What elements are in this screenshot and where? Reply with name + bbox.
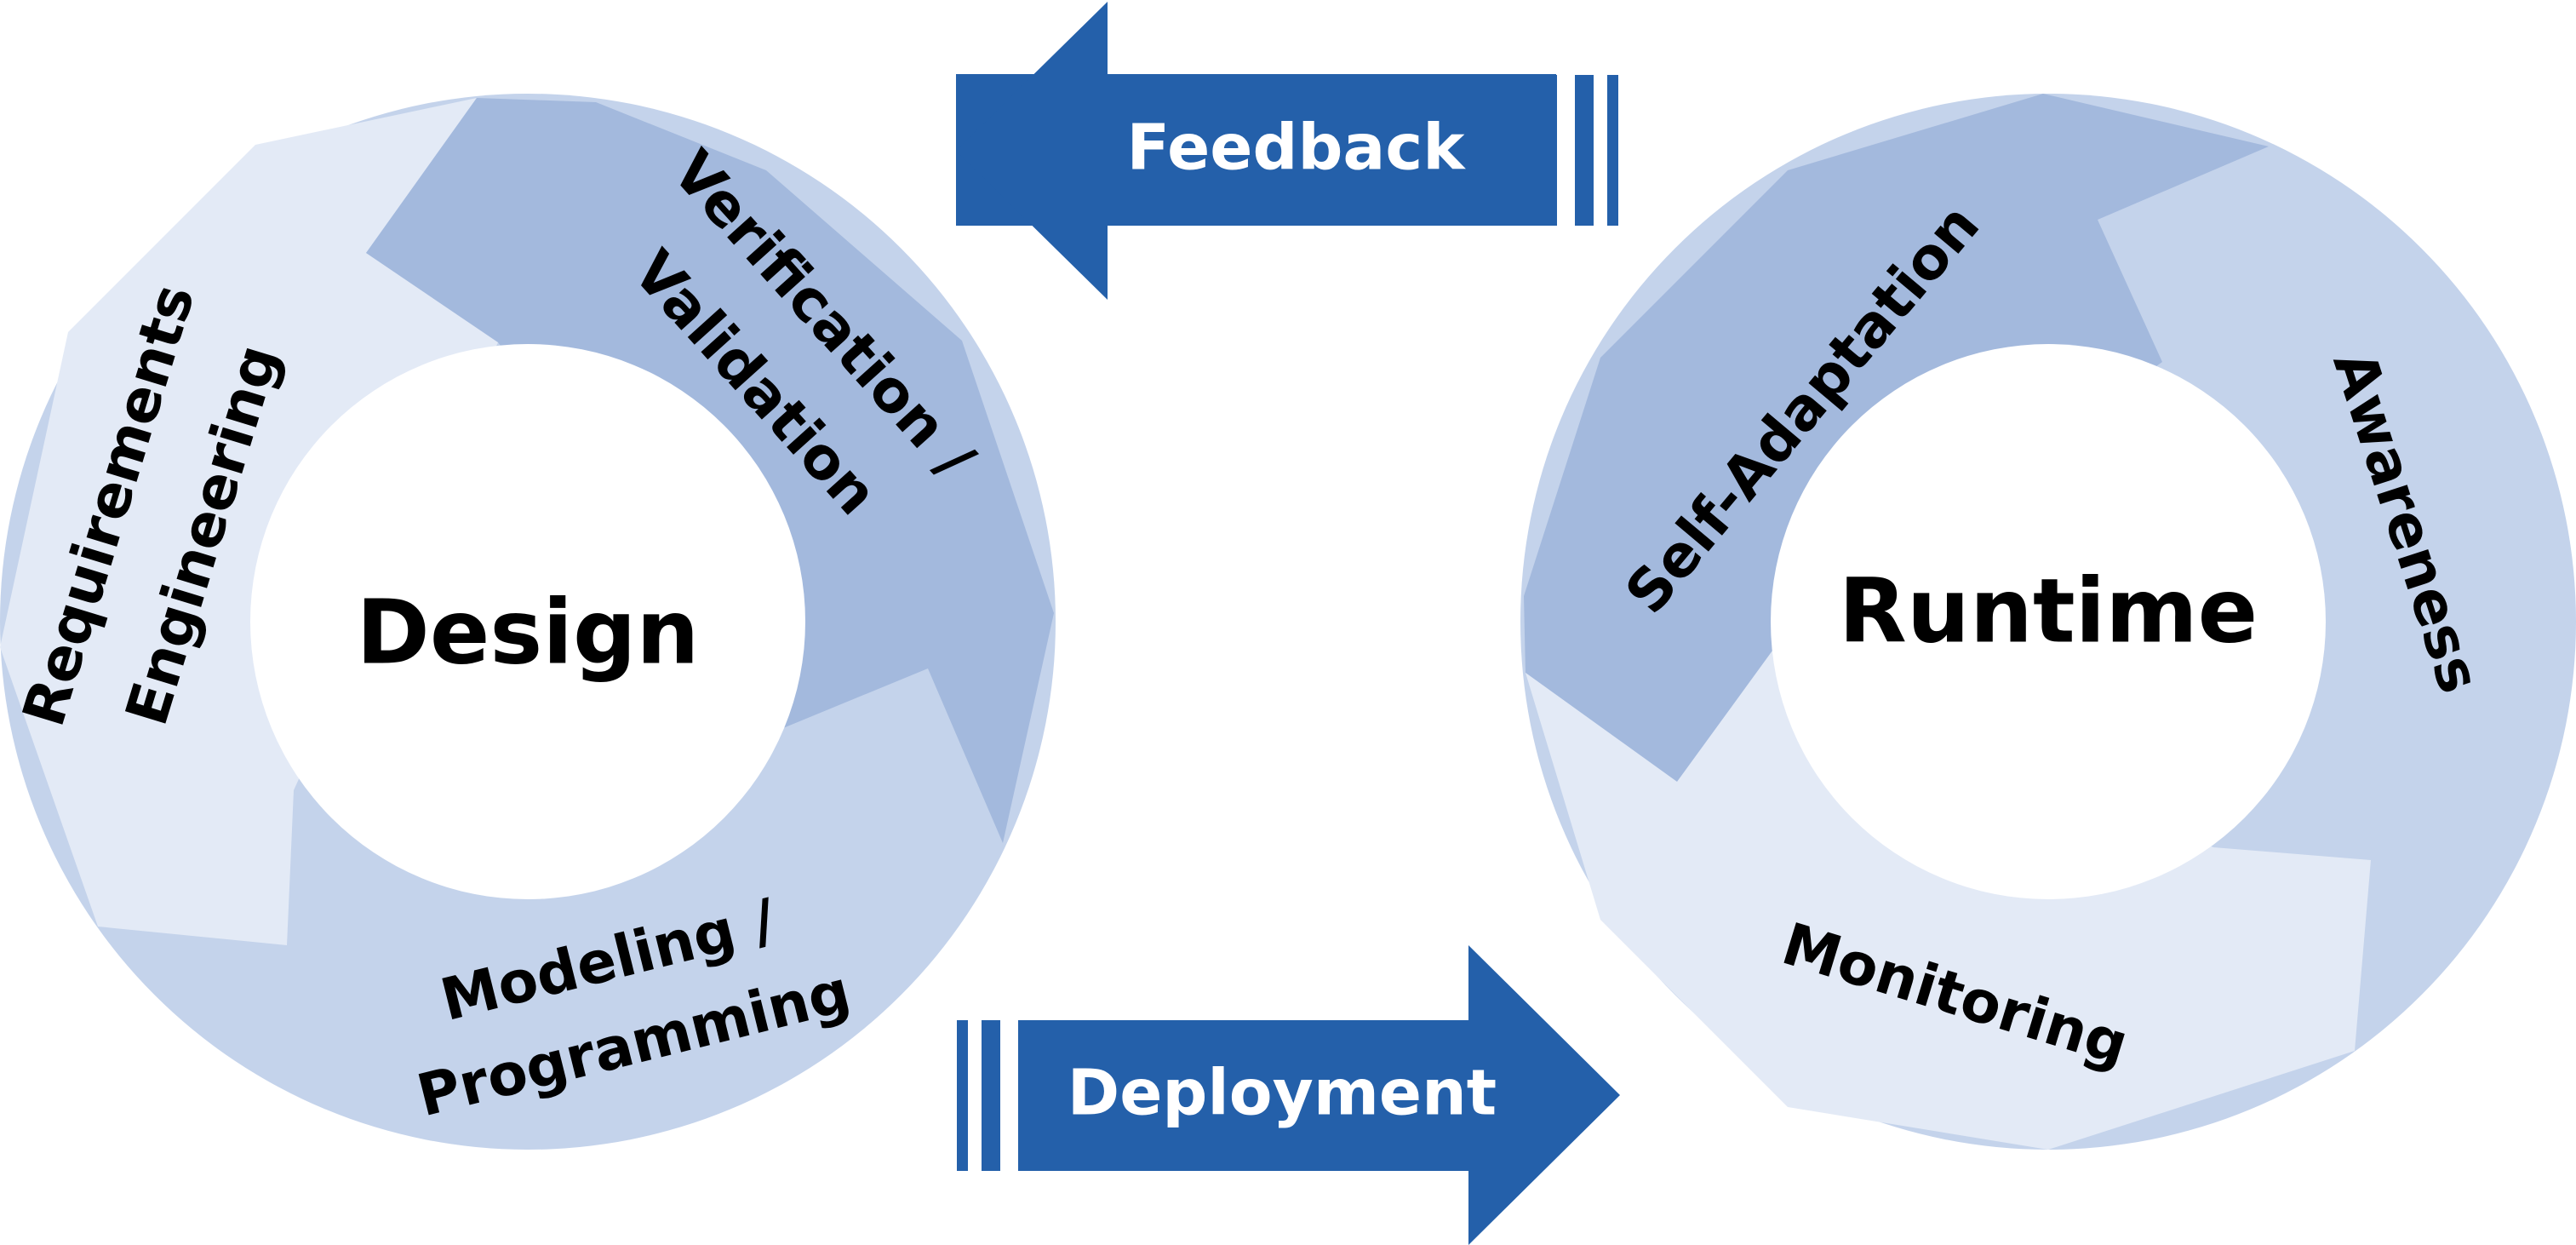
deployment-stripe-1 xyxy=(957,1020,968,1171)
feedback-stripe-1 xyxy=(1575,75,1594,226)
runtime-cycle: Runtime Self-Adaptation Awareness Monito… xyxy=(1520,94,2576,1150)
deployment-label: Deployment xyxy=(1068,1057,1497,1130)
design-center xyxy=(250,344,805,899)
feedback-stripe-2 xyxy=(1607,75,1618,226)
deployment-arrow: Deployment xyxy=(957,945,1620,1245)
deployment-arrow-head xyxy=(1018,945,1620,1245)
feedback-arrow-head xyxy=(956,2,1557,300)
runtime-center xyxy=(1771,344,2326,899)
monitoring-segment xyxy=(1526,647,2371,1150)
design-center-label: Design xyxy=(357,580,700,684)
design-cycle: Design Requirements Engineering Verifica… xyxy=(0,94,1056,1150)
feedback-arrow: Feedback xyxy=(956,2,1618,300)
deployment-stripe-2 xyxy=(982,1020,1000,1171)
runtime-center-label: Runtime xyxy=(1839,559,2258,663)
requirements-engineering-segment xyxy=(0,98,498,945)
feedback-label: Feedback xyxy=(1127,112,1467,185)
